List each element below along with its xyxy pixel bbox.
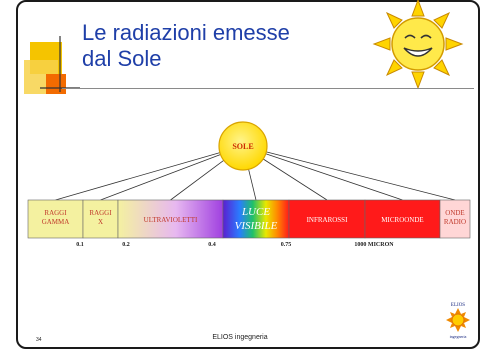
scale-label-0: 0.1 bbox=[76, 242, 84, 248]
smiling-sun-icon bbox=[372, 0, 464, 90]
band-label-0: RAGGI bbox=[44, 209, 67, 217]
connector-line-5 bbox=[265, 153, 403, 201]
band-label-2: ULTRAVIOLETTI bbox=[144, 216, 198, 224]
scale-label-3: 0.75 bbox=[281, 242, 292, 248]
scale-label-1: 0.2 bbox=[122, 242, 130, 248]
sun-circle bbox=[218, 121, 268, 171]
logo-text-bottom: ingegneria bbox=[450, 334, 467, 339]
connector-line-3 bbox=[248, 169, 257, 201]
band-label-0-line2: GAMMA bbox=[42, 218, 70, 226]
page-number: 34 bbox=[36, 337, 42, 343]
band-4 bbox=[288, 199, 366, 239]
band-label-5: MICROONDE bbox=[381, 216, 423, 224]
band-6 bbox=[439, 199, 471, 239]
band-0 bbox=[27, 199, 84, 239]
title-line-1: Le radiazioni emesse bbox=[82, 20, 290, 45]
band-label-1-line2: X bbox=[98, 218, 103, 226]
band-label-6: ONDE bbox=[445, 209, 464, 217]
band-label-1: RAGGI bbox=[89, 209, 112, 217]
band-2 bbox=[117, 199, 224, 239]
connector-line-1 bbox=[100, 154, 221, 201]
title-line-2: dal Sole bbox=[82, 46, 162, 71]
footer-text: ELIOS ingegneria bbox=[212, 334, 268, 341]
band-label-3: LUCE bbox=[241, 206, 270, 218]
band-3 bbox=[222, 199, 290, 239]
band-label-6-line2: RADIO bbox=[444, 218, 466, 226]
elios-logo-icon: ELIOS ingegneria bbox=[446, 303, 470, 339]
band-label-4: INFRAROSSI bbox=[307, 216, 349, 224]
connector-line-4 bbox=[262, 158, 328, 201]
connector-line-6 bbox=[266, 151, 456, 201]
scale-label-4: 1000 MICRON bbox=[354, 242, 394, 248]
band-1 bbox=[82, 199, 119, 239]
title-divider bbox=[62, 88, 474, 89]
scale-label-2: 0.4 bbox=[208, 242, 216, 248]
band-label-3-line2: VISIBILE bbox=[235, 220, 278, 232]
logo-text-top: ELIOS bbox=[451, 303, 465, 308]
sun-label: SOLE bbox=[232, 142, 253, 151]
page-title: Le radiazioni emesse dal Sole bbox=[82, 20, 362, 72]
connector-line-2 bbox=[170, 159, 225, 201]
connector-line-0 bbox=[55, 152, 221, 201]
